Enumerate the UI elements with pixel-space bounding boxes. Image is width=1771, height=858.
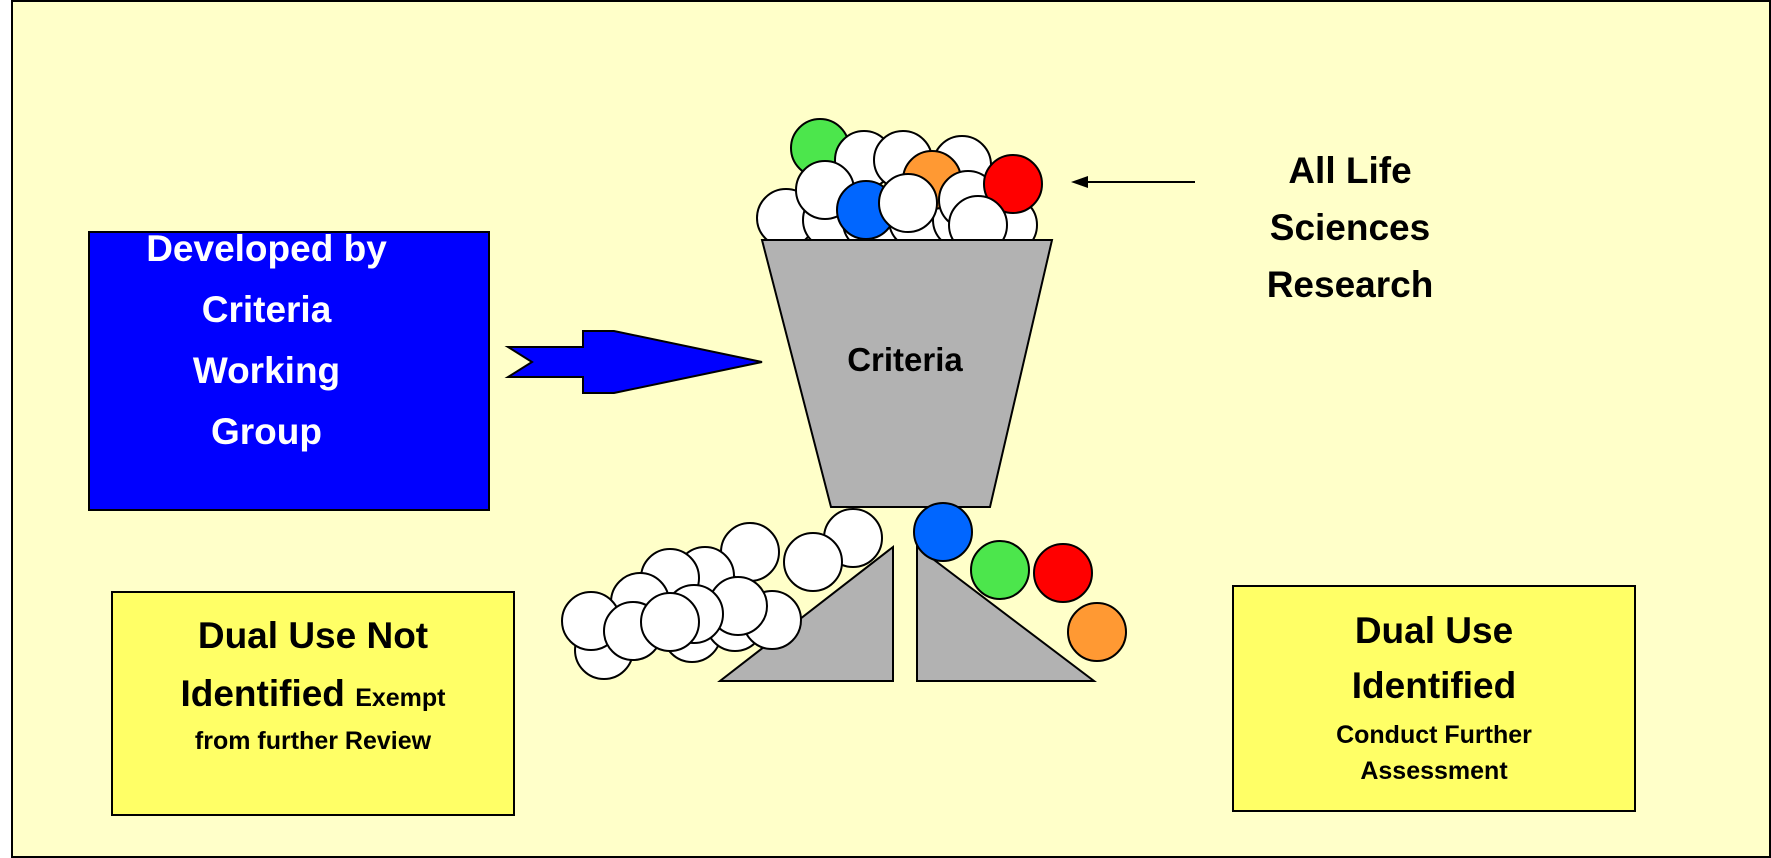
developed-line: Working — [192, 350, 341, 391]
hopper-label: Criteria — [847, 341, 963, 378]
white-ball — [640, 592, 700, 652]
not-identified-title: Identified — [180, 673, 345, 714]
developed-line: Group — [211, 411, 322, 452]
flagged-ball-pile — [913, 502, 1127, 662]
identified-label: Dual Use Identified Conduct Further Asse… — [1233, 603, 1635, 791]
not-identified-title-line1: Dual Use Not — [197, 615, 429, 656]
orange-ball — [1067, 602, 1127, 662]
identified-box — [1232, 585, 1636, 812]
developed-by-label: Developed by Criteria Working Group — [89, 218, 444, 462]
developed-line: Developed by — [146, 228, 387, 269]
not-identified-box — [111, 591, 515, 816]
source-label: All Life Sciences Research — [1210, 142, 1490, 313]
source-line: Sciences — [1269, 207, 1431, 248]
white-ball — [878, 173, 938, 233]
identified-title-line2: Identified — [1351, 665, 1517, 706]
source-line: All Life — [1288, 150, 1412, 191]
white-ball — [783, 532, 843, 592]
criteria-input-arrow — [504, 330, 763, 394]
not-identified-subtitle: from further Review — [194, 727, 432, 755]
not-identified-title-line2: Identified Exempt — [112, 665, 514, 727]
identified-subtitle-line2: Assessment — [1360, 757, 1508, 785]
blue-ball — [913, 502, 973, 562]
exempt-ball-pile — [561, 508, 883, 680]
not-identified-subtitle-inline: Exempt — [355, 684, 446, 712]
developed-line: Criteria — [201, 289, 332, 330]
criteria-hopper — [760, 239, 1054, 508]
source-line: Research — [1266, 264, 1434, 305]
top-ball-pile — [756, 118, 1043, 255]
red-ball — [1033, 543, 1093, 603]
developed-by-box — [88, 231, 490, 511]
red-ball — [983, 154, 1043, 214]
identified-subtitle-line1: Conduct Further — [1336, 721, 1532, 749]
not-identified-label: Dual Use Not Identified Exempt from furt… — [112, 607, 514, 761]
source-arrow-head — [1071, 176, 1088, 188]
flagged-chute — [916, 544, 1097, 682]
green-ball — [970, 540, 1030, 600]
identified-title-line1: Dual Use — [1354, 610, 1514, 651]
